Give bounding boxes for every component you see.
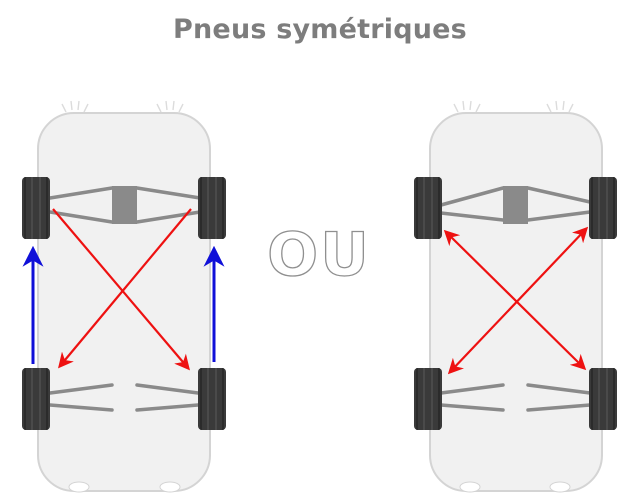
differential-block <box>112 186 137 224</box>
left-car <box>21 100 227 493</box>
front-axle <box>48 186 202 224</box>
taillight-left <box>459 481 481 493</box>
separator-label: OU <box>266 219 371 290</box>
tire-rear-right <box>197 367 227 431</box>
arrow-front-right-rear-left-double <box>447 226 589 375</box>
tire-rear-left <box>413 367 443 431</box>
taillight-right <box>159 481 181 493</box>
front-axle <box>439 186 592 222</box>
taillight-right <box>549 481 571 493</box>
car-body <box>37 112 211 492</box>
right-car <box>413 100 618 493</box>
tire-front-left <box>413 176 443 240</box>
tire-front-right <box>588 176 618 240</box>
arrow-front-left-to-rear-right <box>52 208 190 371</box>
arrow-front-right-to-rear-left <box>58 208 192 369</box>
tire-front-left <box>21 176 51 240</box>
rear-axle <box>48 383 200 412</box>
differential-block <box>503 186 528 224</box>
tire-rear-right <box>588 367 618 431</box>
page-title: Pneus symétriques <box>173 14 467 45</box>
taillight-left <box>68 481 90 493</box>
tire-rear-left <box>21 367 51 431</box>
tire-front-right <box>197 176 227 240</box>
rear-axle <box>439 383 592 412</box>
